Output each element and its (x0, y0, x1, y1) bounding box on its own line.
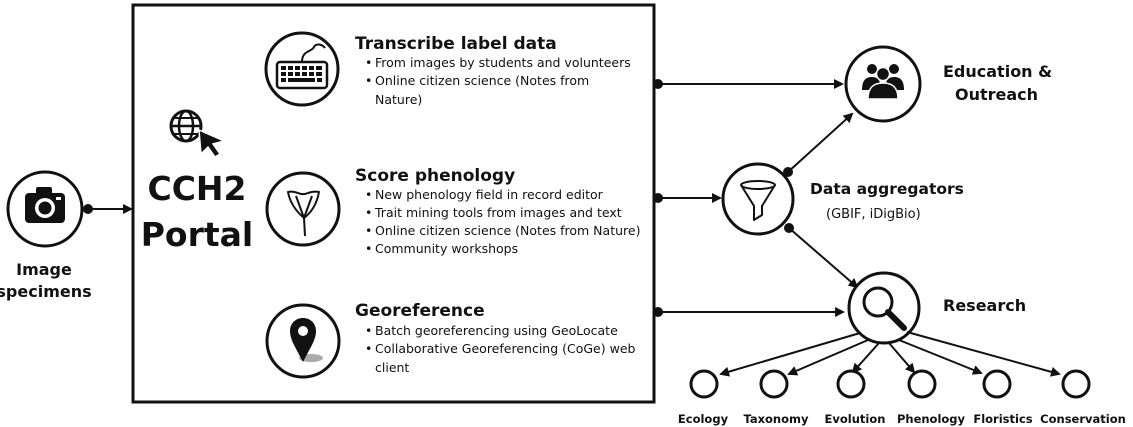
georeference-item-0: Batch georeferencing using GeoLocate (375, 323, 618, 338)
globe-cursor-icon (169, 109, 227, 159)
georeference-title: Georeference (355, 301, 485, 321)
outcome-taxonomy: Taxonomy (743, 412, 809, 426)
education-line2: Outreach (955, 85, 1038, 104)
outcome-ecology: Ecology (678, 412, 729, 426)
bullet: • (365, 341, 372, 356)
outcome-phenology: Phenology (897, 412, 966, 426)
research-title: Research (943, 296, 1026, 315)
bullet: • (365, 55, 372, 70)
phenology-title: Score phenology (355, 166, 515, 186)
outcome-circle-floristics (982, 369, 1012, 399)
bullet: • (365, 223, 372, 238)
outcome-circle-ecology (689, 369, 719, 399)
aggregators-subtitle: (GBIF, iDigBio) (826, 207, 921, 222)
bullet: • (365, 187, 372, 202)
pin-node (265, 303, 341, 379)
transcribe-title: Transcribe label data (355, 34, 557, 54)
portal-title-line1: CCH2 (147, 169, 246, 208)
outcome-arrows (719, 331, 1061, 377)
phenology-item-3: Community workshops (375, 241, 518, 256)
georeference-item-1: Collaborative Georeferencing (CoGe) web (375, 341, 636, 356)
camera-node (6, 170, 84, 248)
transcribe-item-0: From images by students and volunteers (375, 55, 631, 70)
image-specimens-line1: Image (16, 260, 72, 279)
aggregators-title: Data aggregators (810, 180, 964, 198)
transcribe-item-2: Nature) (375, 92, 422, 107)
arrow-aggregators-research (788, 227, 859, 289)
portal-title-line2: Portal (141, 215, 254, 254)
phenology-item-0: New phenology field in record editor (375, 187, 604, 202)
outcome-circle-phenology (907, 369, 937, 399)
funnel-icon (740, 180, 776, 221)
outcome-circle-conservation (1061, 369, 1091, 399)
map-pin-icon (290, 318, 323, 362)
camera-icon (25, 187, 65, 223)
keyboard-icon (275, 43, 329, 90)
portal-box (131, 3, 656, 404)
flower-node (265, 171, 341, 247)
people-icon (862, 64, 904, 100)
bullet: • (365, 205, 372, 220)
phenology-item-2: Online citizen science (Notes from Natur… (375, 223, 640, 238)
education-line1: Education & (943, 62, 1052, 81)
outcome-circle-evolution (836, 369, 866, 399)
outcome-circles (689, 369, 1091, 399)
transcribe-item-1: Online citizen science (Notes from (375, 73, 589, 88)
arrow-aggregators-education (787, 112, 854, 173)
education-node (844, 45, 922, 123)
outcome-conservation: Conservation (1040, 412, 1126, 426)
aggregators-node (721, 162, 795, 236)
outcome-evolution: Evolution (825, 412, 886, 426)
keyboard-node (264, 31, 340, 107)
phenology-item-1: Trait mining tools from images and text (374, 205, 622, 220)
bullet: • (365, 241, 372, 256)
research-node (847, 271, 921, 345)
outcome-floristics: Floristics (973, 412, 1032, 426)
outcome-circle-taxonomy (759, 369, 789, 399)
magnifier-icon (862, 286, 907, 331)
image-specimens-line2: specimens (0, 282, 92, 301)
flower-icon (287, 190, 320, 237)
bullet: • (365, 323, 372, 338)
bullet: • (365, 73, 372, 88)
georeference-item-2: client (375, 360, 409, 375)
